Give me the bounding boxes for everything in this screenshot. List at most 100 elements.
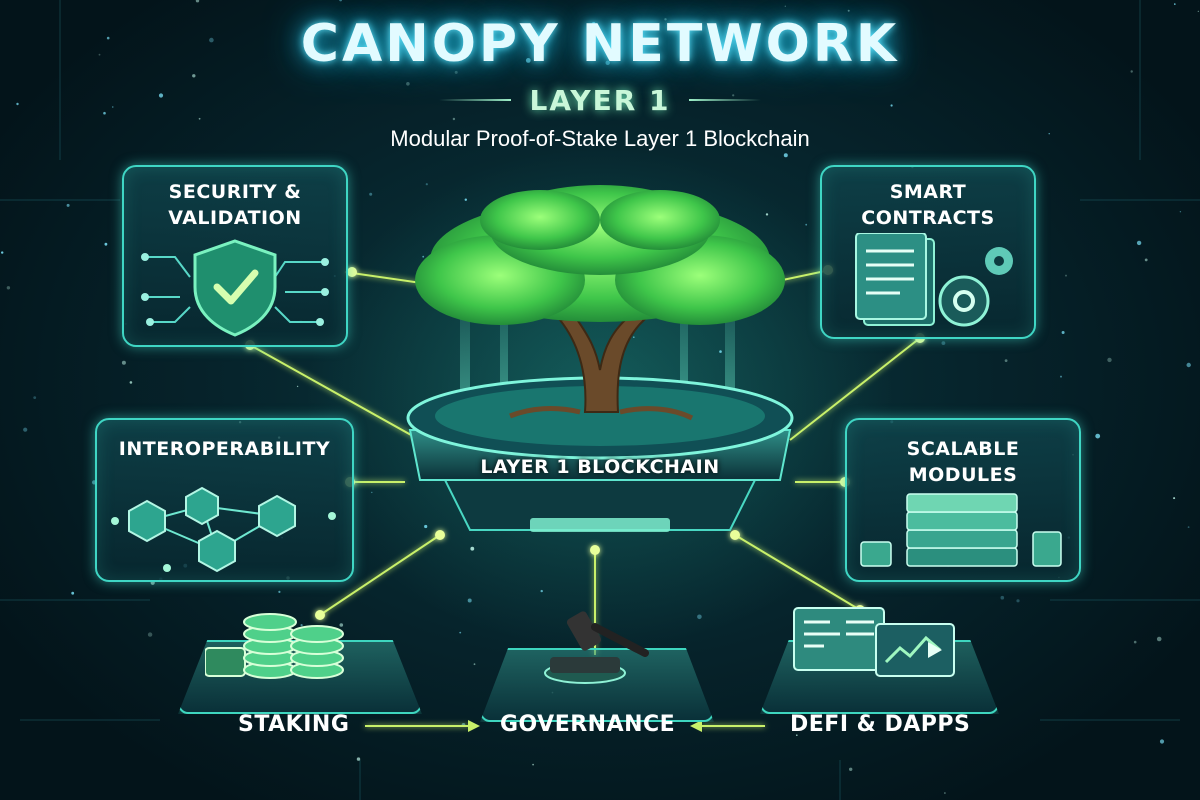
arrowhead-left [690,720,702,732]
sparkle-dot [1060,375,1062,378]
sparkle-dot [805,223,808,226]
title: CANOPY NETWORK [300,14,900,74]
bottom-label-defi: DEFI & DAPPS [790,712,971,737]
sparkle-dot [459,631,462,634]
sparkle-dot [605,60,610,65]
sparkle-dot [1004,359,1008,362]
sparkle-dot [719,350,722,353]
arrowhead-right [468,720,480,732]
sparkle-dot [371,491,373,494]
sparkle-dot [1,251,4,254]
gavel-icon [544,611,649,684]
sparkle-dot [540,589,543,593]
sparkle-dot [784,5,786,7]
sparkle-dot [296,385,299,388]
sparkle-dot [1065,274,1067,277]
sparkle-dot [278,590,281,594]
subtitle-rule-left [439,99,512,101]
sparkle-dot [796,734,798,736]
sparkle-dot [422,255,425,258]
sparkle-dot [467,598,472,603]
sparkle-dot [406,82,410,86]
sparkle-dot [1159,739,1165,744]
coin-stack-icon [205,613,344,679]
sparkle-dot [454,70,458,74]
sparkle-dot [23,427,28,432]
sparkle-dot [1144,258,1148,262]
sparkle-dot [1187,526,1190,528]
sparkle-dot [847,9,850,12]
sparkle-dot [1197,10,1199,12]
sparkle-dot [369,192,373,196]
sparkle-dot [209,37,214,43]
sparkle-dot [664,18,667,21]
sparkle-dot [473,663,476,666]
sparkle-dot [129,381,133,384]
panel-security-validation: SECURITY & VALIDATION [122,165,348,347]
sparkle-dot [1048,133,1050,135]
sparkle-dot [697,614,702,620]
link-staking [319,534,441,616]
sparkle-dot [104,242,108,246]
sparkle-dot [195,0,200,3]
sparkle-dot [112,106,114,108]
sparkle-dot [944,792,946,794]
sparkle-dot [1133,640,1137,644]
contract-document-icon [855,233,1013,327]
link-security-down [249,344,421,441]
sparkle-dot [616,26,619,30]
sparkle-dot [1173,497,1176,500]
panel-smart-contracts: SMART CONTRACTS [820,165,1036,339]
network-hexagons-icon [111,486,336,573]
panel-scalable-label: SCALABLE MODULES [906,438,1020,486]
center-label: LAYER 1 BLOCKCHAIN [480,456,720,478]
sparkle-dot [591,40,594,43]
stacked-modules-icon [860,493,1062,567]
play-icon [928,642,942,658]
sparkle-dot [198,117,201,120]
sparkle-dot [1136,240,1142,246]
subtitle: LAYER 1 [529,83,671,117]
sparkle-dot [532,763,534,766]
panel-security-label: SECURITY & VALIDATION [168,181,302,229]
sparkle-dot [121,360,126,365]
sparkle-dot [452,117,456,121]
sparkle-dot [592,21,596,26]
sparkle-dot [1179,211,1182,213]
subtitle-row: LAYER 1 [0,82,1200,118]
sparkle-dot [339,0,342,2]
sparkle-dot [941,341,946,345]
sparkle-dot [1061,331,1065,334]
sparkle-dot [71,591,75,595]
sparkle-dot [106,36,110,40]
sparkle-dot [424,524,428,529]
sparkle-dot [1016,599,1020,603]
shield-icon [141,239,329,337]
sparkle-dot [1130,70,1133,73]
sparkle-dot [647,40,650,44]
sparkle-dot [1107,357,1112,363]
sparkle-dot [633,336,635,339]
sparkle-dot [596,723,601,727]
sparkle-dot [1000,595,1005,600]
sparkle-dot [765,213,769,216]
sparkle-dot [890,104,893,107]
sparkle-dot [98,53,101,56]
monitor-icon [793,607,955,677]
sparkle-dot [849,767,853,771]
sparkle-dot [470,546,475,551]
panel-smart-contracts-label: SMART CONTRACTS [861,181,995,229]
sparkle-dot [1095,433,1101,439]
bottom-label-governance: GOVERNANCE [500,712,676,737]
sparkle-dot [339,623,344,627]
sparkle-dot [6,286,11,290]
sparkle-dot [356,757,361,761]
sparkle-dot [525,58,531,63]
sparkle-dot [783,153,788,158]
sparkle-dot [1156,636,1162,642]
sparkle-dot [464,198,467,201]
sparkle-dot [192,74,196,78]
sparkle-dot [300,624,303,627]
